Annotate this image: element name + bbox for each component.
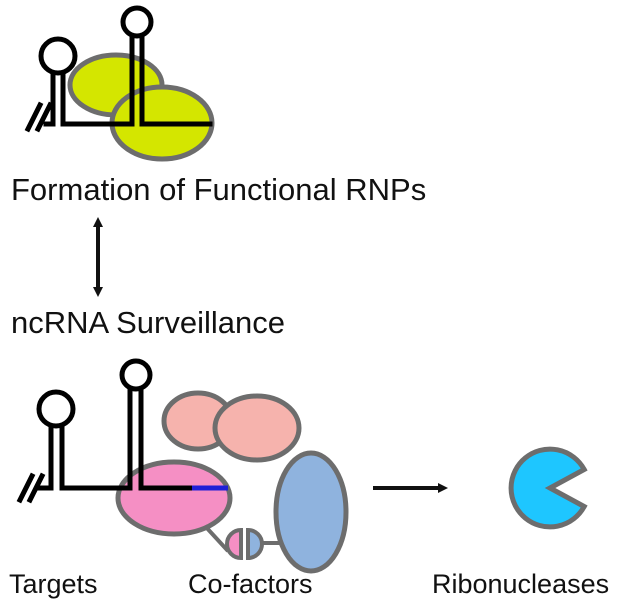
cofactor-pink-cap [225,527,243,561]
targets-label: Targets [9,569,98,599]
ribonuclease-pacman-icon [508,446,588,530]
cofactor-salmon-right [212,393,302,463]
cofactors-label: Co-factors [188,569,313,599]
cofactor-blue [273,450,349,574]
functional-rnp [24,5,215,162]
surveillance-label: ncRNA Surveillance [11,305,285,340]
functional-rna [24,5,213,133]
cofactor-pink-stem [203,524,230,553]
ribonucleases-label: Ribonucleases [432,569,610,599]
formation-label: Formation of Functional RNPs [11,172,427,207]
cofactor-blue-cap [246,527,264,561]
cofactor-pink [115,459,233,537]
surveillance-complex [16,358,349,574]
target-rna [16,358,195,504]
